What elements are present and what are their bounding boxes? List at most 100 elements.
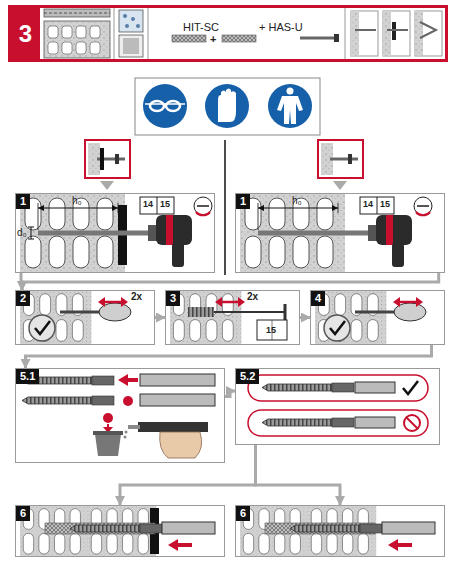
cleaning-illustration — [393, 297, 423, 307]
cleaning-illustration — [330, 321, 345, 334]
step-number: 5.1 — [16, 369, 39, 384]
header-art — [387, 29, 408, 31]
cleaning-illustration — [324, 315, 350, 341]
header-art — [131, 17, 135, 21]
step-panel: 1 — [235, 193, 445, 273]
cleaning-illustration — [60, 303, 131, 321]
header-art — [383, 11, 410, 56]
flow-arrow — [120, 445, 256, 505]
callout-label: 14 — [363, 200, 373, 209]
step-number: 1 — [16, 194, 30, 209]
injection-illustration — [20, 506, 435, 557]
setting-type-icons — [224, 140, 226, 275]
mixer-illustration — [404, 415, 420, 431]
step-number: 2 — [16, 291, 30, 306]
drilling-illustration — [258, 197, 432, 267]
cleaning-illustration — [315, 291, 386, 344]
callout-label: 15 — [266, 326, 276, 335]
header-art — [136, 24, 140, 28]
setting-type-icons — [88, 143, 125, 175]
header-art — [62, 42, 72, 54]
mixer-illustration — [95, 434, 121, 456]
cleaning-illustration — [170, 291, 241, 344]
mixer-illustration — [93, 431, 123, 435]
callout-label: d₀ — [17, 228, 27, 238]
mixer-illustration — [262, 383, 354, 392]
mixer-illustration — [403, 381, 418, 394]
step-panel: 1 — [15, 193, 215, 273]
mixer-illustration — [124, 436, 127, 439]
step-number: 1 — [236, 194, 250, 209]
safety-signs — [268, 84, 312, 128]
injection-illustration — [290, 524, 382, 533]
step-number: 6 — [16, 506, 30, 521]
mixer-illustration — [160, 432, 202, 458]
header-art — [125, 24, 129, 28]
callout-label: 15 — [380, 200, 390, 209]
flow-arrow — [21, 273, 22, 290]
header-art — [44, 21, 110, 58]
header-art — [76, 42, 86, 54]
step-number: 6 — [236, 506, 250, 521]
callout-label: h₀ — [292, 196, 302, 206]
mixer-illustration — [140, 394, 215, 406]
header-art — [119, 10, 143, 32]
cleaning-illustration — [284, 304, 287, 320]
mixer-illustration — [355, 417, 395, 428]
injection-illustration — [162, 522, 215, 534]
safety-signs — [145, 103, 185, 105]
drilling-illustration — [31, 227, 32, 239]
mixer-illustration — [128, 425, 140, 429]
flow-arrow — [22, 273, 439, 290]
header-art — [334, 34, 339, 42]
safety-signs — [143, 84, 187, 128]
header-art — [90, 26, 100, 38]
header-art — [76, 26, 86, 38]
callout-label: 14 — [143, 200, 153, 209]
header-art — [351, 11, 378, 56]
drilling-illustration — [20, 194, 432, 272]
cleaning-illustration — [188, 307, 214, 317]
header-art — [48, 26, 58, 38]
safety-signs — [135, 78, 320, 135]
header-art — [383, 11, 391, 56]
header-art — [355, 29, 376, 31]
callout-label: h₀ — [72, 196, 82, 206]
step-panel: 6 — [15, 505, 225, 557]
cleaning-illustration — [20, 291, 91, 344]
header-art — [123, 14, 127, 18]
header-art — [351, 11, 359, 56]
safety-signs — [150, 101, 164, 111]
injection-illustration — [70, 524, 162, 533]
mixer-illustration — [123, 396, 133, 406]
mixer-illustration — [248, 375, 428, 401]
mixer-illustration — [128, 378, 138, 382]
mixer-illustration — [125, 431, 128, 434]
cleaning-illustration — [215, 297, 245, 307]
mixer-illustration — [22, 396, 114, 405]
injection-illustration — [398, 543, 412, 547]
header-art — [345, 8, 346, 59]
header-art — [148, 8, 149, 59]
setting-type-icons — [318, 140, 363, 178]
drilling-illustration — [38, 197, 212, 267]
header-art — [44, 13, 110, 14]
header-art — [222, 35, 256, 42]
callout-label: + — [210, 34, 216, 45]
header-band: 3HIT-SC+ HAS-U — [8, 5, 448, 62]
cleaning-illustration — [29, 315, 55, 341]
flow-arrow — [26, 345, 432, 368]
safety-signs — [135, 78, 320, 135]
safety-signs — [166, 101, 180, 111]
cleaning-illustration — [35, 321, 50, 334]
mixer-illustration — [103, 413, 113, 423]
mixer-illustration — [118, 374, 128, 386]
header-art — [114, 8, 115, 59]
mixer-illustration — [406, 417, 418, 429]
setting-type-icons — [333, 181, 347, 190]
step-number: 4 — [311, 291, 325, 306]
flow-arrow — [300, 316, 310, 319]
mixer-illustration — [355, 382, 395, 393]
